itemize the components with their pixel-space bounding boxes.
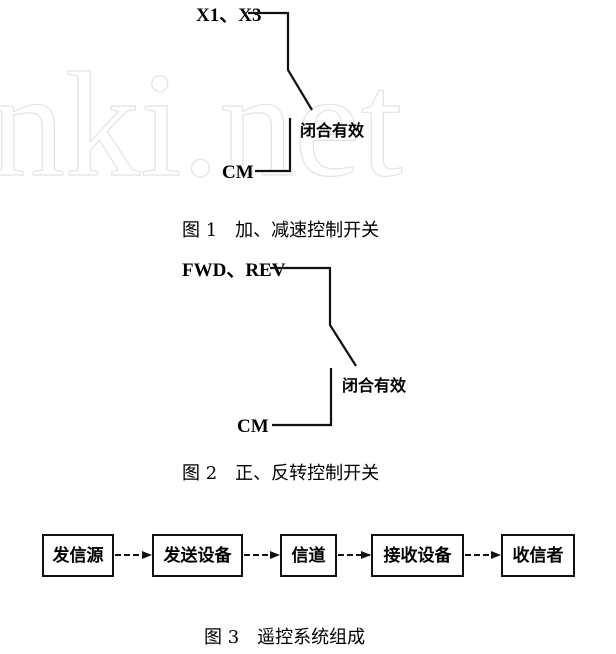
figure-3-caption: 图 3 遥控系统组成 — [204, 627, 365, 648]
block-receiver-box — [371, 534, 464, 577]
figure-2-common-label: CM — [237, 416, 269, 437]
block-transmitter-box — [152, 534, 243, 577]
figure-1-caption: 图 1 加、减速控制开关 — [182, 220, 379, 241]
block-sink-box — [501, 534, 575, 577]
block-sink: 收信者 — [501, 534, 575, 577]
figure-2-switch: FWD、REV CM 闭合有效 图 2 正、反转控制开关 — [182, 260, 406, 484]
block-source: 发信源 — [42, 534, 114, 577]
figure-1-switch-lower-contact — [255, 118, 292, 173]
block-channel: 信道 — [280, 534, 337, 577]
figure-2-note: 闭合有效 — [342, 376, 406, 395]
figure-1-switch-upper-contact — [248, 11, 313, 111]
block-receiver: 接收设备 — [371, 534, 464, 577]
block-transmitter: 发送设备 — [152, 534, 243, 577]
block-channel-box — [280, 534, 337, 577]
figure-2-switch-upper-contact — [270, 266, 357, 367]
block-source-box — [42, 534, 114, 577]
block-channel-label: 信道 — [292, 545, 326, 566]
figure-2-input-label: FWD、REV — [182, 260, 286, 281]
figure-2-caption: 图 2 正、反转控制开关 — [182, 463, 379, 484]
block-receiver-label: 接收设备 — [384, 545, 453, 566]
figure-1-note: 闭合有效 — [300, 121, 364, 140]
figure-1-input-label: X1、X3 — [196, 5, 261, 26]
figure-2-switch-lower-contact — [272, 368, 333, 427]
block-transmitter-label: 发送设备 — [163, 545, 233, 566]
figure-1-common-label: CM — [222, 162, 254, 183]
watermark-text: nki.net — [0, 42, 402, 208]
block-sink-label: 收信者 — [513, 545, 564, 566]
figure-3-block-diagram: 发信源 发送设备 信道 接收设备 收信者 图 3 遥控系统组成 — [42, 534, 575, 648]
figure-1-switch: X1、X3 CM 闭合有效 图 1 加、减速控制开关 — [182, 5, 379, 241]
block-source-label: 发信源 — [52, 545, 104, 566]
